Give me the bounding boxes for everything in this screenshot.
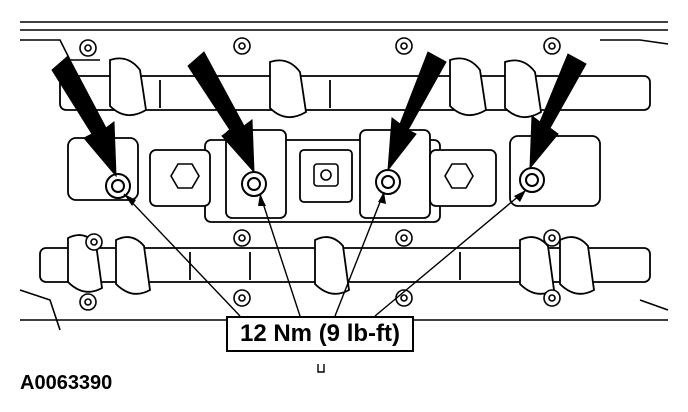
leader-arrowheads xyxy=(124,190,526,206)
engine-head-outline xyxy=(19,21,669,331)
arrow-bolt-1-icon xyxy=(51,55,117,178)
leader-lines xyxy=(123,189,527,317)
arrow-bolt-2-icon xyxy=(187,51,255,174)
target-bolts xyxy=(105,167,545,199)
target-bolt-1 xyxy=(105,173,131,199)
arrow-bolt-4-icon xyxy=(529,53,587,170)
figure-id-label: A0063390 xyxy=(20,372,113,394)
center-mark xyxy=(317,364,325,373)
target-bolt-4 xyxy=(519,167,545,193)
torque-callout: 12 Nm (9 lb-ft) xyxy=(226,316,414,352)
target-bolt-3 xyxy=(375,169,401,195)
indicator-arrows xyxy=(51,51,587,178)
hex-bolts xyxy=(79,37,561,311)
arrow-bolt-3-icon xyxy=(387,51,447,172)
target-bolt-2 xyxy=(241,171,267,197)
